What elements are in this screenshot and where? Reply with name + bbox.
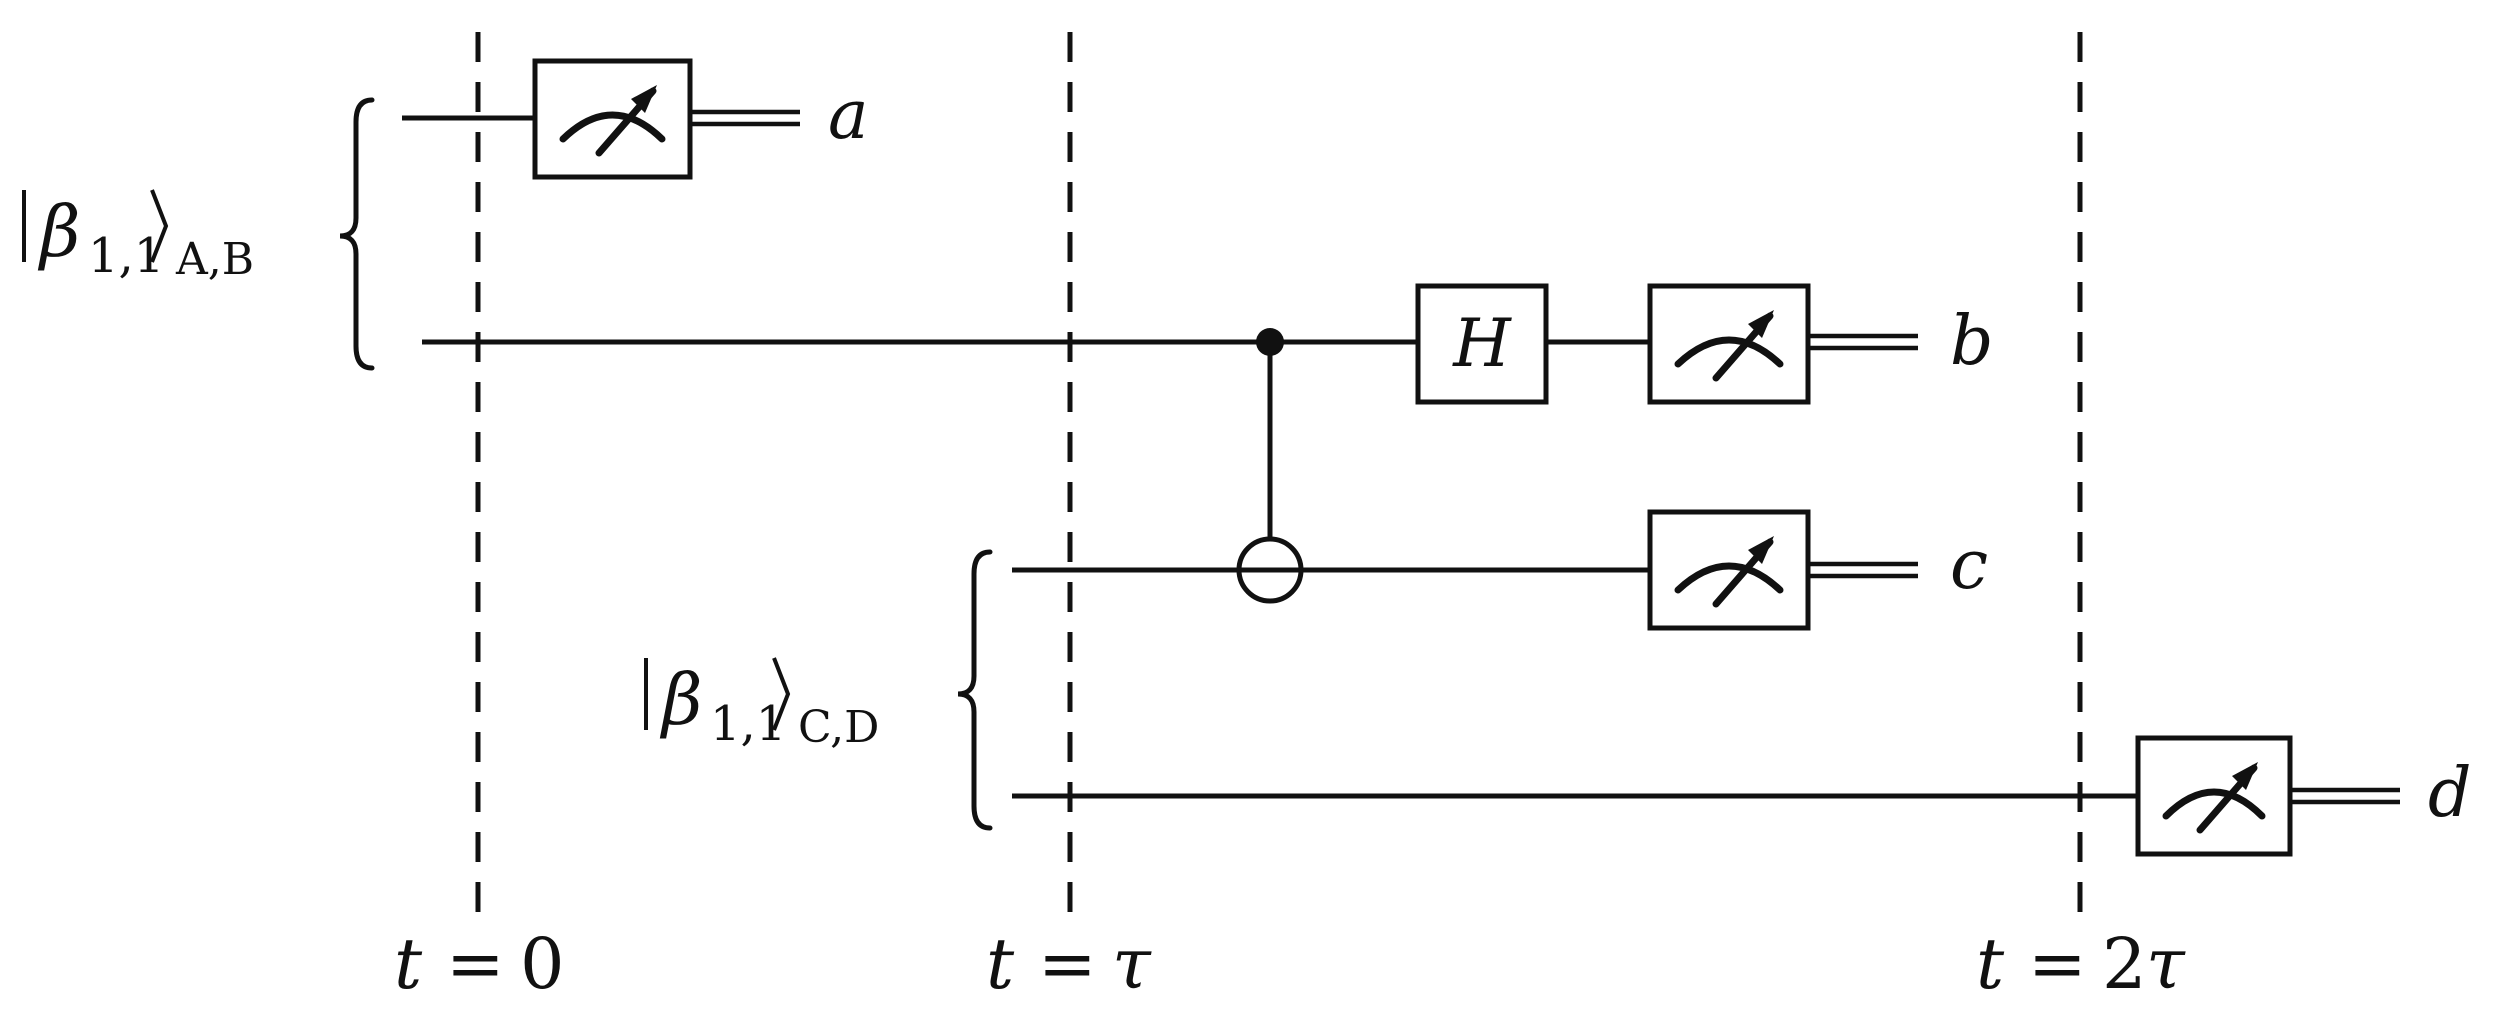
measurement-meter-c — [1647, 509, 1811, 631]
svg-text:A,B: A,B — [175, 234, 254, 285]
svg-text:=: = — [1038, 923, 1097, 1005]
measurement-meter-b — [1647, 283, 1811, 405]
svg-text:β: β — [659, 659, 702, 741]
hadamard-gate: H — [1415, 283, 1549, 405]
svg-text:β: β — [37, 191, 80, 273]
time-label-2tau: t = 2 τ — [1976, 923, 2186, 1005]
classical-wire-b — [1808, 333, 1918, 351]
measurement-meter-d — [2135, 735, 2293, 857]
svg-text:τ: τ — [2146, 923, 2186, 1005]
brace-cd — [957, 549, 993, 831]
svg-text:1,1: 1,1 — [710, 696, 786, 752]
time-label-tau: t = τ — [986, 923, 1152, 1005]
classical-wire-a — [690, 109, 800, 127]
classical-wire-c — [1808, 561, 1918, 579]
classical-wire-d — [2290, 787, 2400, 805]
time-label-t0: t = 0 — [394, 923, 565, 1005]
output-label-a: a — [828, 76, 869, 155]
hadamard-label: H — [1452, 305, 1512, 382]
svg-text:τ: τ — [1112, 923, 1152, 1005]
brace-ab — [339, 97, 375, 371]
output-label-b: b — [1950, 302, 1994, 381]
input-state-cd: β 1,1 C,D — [644, 657, 879, 753]
svg-text:2: 2 — [2102, 923, 2147, 1005]
input-state-ab: β 1,1 A,B — [22, 189, 254, 285]
output-label-c: c — [1950, 526, 1988, 605]
cnot-gate — [1236, 328, 1304, 604]
svg-text:t: t — [986, 923, 1015, 1005]
svg-text:C,D: C,D — [798, 702, 879, 753]
svg-text:=: = — [446, 923, 505, 1005]
svg-text:1,1: 1,1 — [88, 228, 164, 284]
cnot-control-dot — [1256, 328, 1284, 356]
measurement-meter-a — [532, 58, 693, 180]
svg-text:t: t — [394, 923, 423, 1005]
output-label-d: d — [2428, 754, 2472, 833]
svg-text:t: t — [1976, 923, 2005, 1005]
svg-text:0: 0 — [520, 923, 565, 1005]
svg-text:=: = — [2028, 923, 2087, 1005]
